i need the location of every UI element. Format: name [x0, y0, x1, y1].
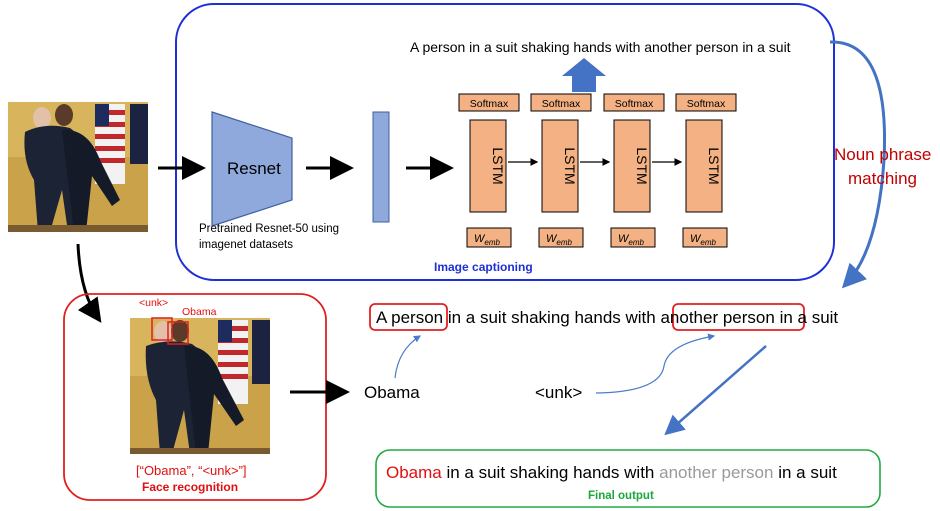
caption-mid-part1: A person: [376, 308, 443, 327]
noun-phrase-arrow: [829, 40, 887, 289]
input-photo: [8, 102, 148, 232]
arrow-to-final-output: [664, 345, 767, 436]
wemb-box: [538, 227, 584, 248]
resnet-block: [211, 111, 293, 227]
resnet-label: Resnet: [227, 159, 281, 178]
softmax-box: [603, 93, 665, 112]
final-part3: another person: [659, 463, 773, 482]
final-output-text: Obama in a suit shaking hands with anoth…: [386, 463, 837, 482]
lstm-label: LSTM: [706, 147, 722, 184]
lstm-label: LSTM: [562, 147, 578, 184]
feature-vector: [372, 111, 390, 223]
wemb-box: [682, 227, 728, 248]
wemb-label: Wemb: [474, 233, 501, 247]
softmax-box: [458, 93, 520, 112]
final-part4: in a suit: [773, 463, 837, 482]
noun-phrase-label-line2: matching: [848, 169, 917, 188]
resnet-caption-line1: Pretrained Resnet-50 using: [199, 223, 339, 235]
arrow-photo-to-face: [76, 243, 102, 323]
wemb-symbol: W: [546, 233, 558, 245]
final-part1: Obama: [386, 463, 442, 482]
highlight-another-person: [672, 303, 805, 331]
caption-mid-text: A person in a suit shaking hands with an…: [376, 308, 838, 327]
face-photo: [130, 318, 270, 454]
face-box-unk: [151, 317, 173, 341]
lstm-box: [613, 119, 651, 213]
final-part2: in a suit shaking hands with: [442, 463, 659, 482]
softmax-label: Softmax: [687, 98, 726, 110]
wemb-symbol: W: [618, 233, 630, 245]
wemb-symbol: W: [474, 233, 486, 245]
face-tag-unk: <unk>: [139, 297, 168, 309]
lstm-box: [685, 119, 723, 213]
wemb-symbol: W: [690, 233, 702, 245]
unk-word: <unk>: [535, 383, 582, 402]
softmax-box: [530, 93, 592, 112]
lstm-label: LSTM: [490, 147, 506, 184]
image-captioning-label: Image captioning: [434, 260, 533, 274]
wemb-subscript: emb: [700, 238, 716, 247]
wemb-label: Wemb: [546, 233, 573, 247]
face-box-obama: [167, 321, 189, 345]
lstm-label: LSTM: [634, 147, 650, 184]
softmax-label: Softmax: [542, 98, 581, 110]
image-captioning-box: [175, 3, 835, 281]
face-names-list: [“Obama”, “<unk>”]: [136, 463, 247, 478]
arrow-unk-to-another-person: [595, 333, 716, 394]
final-output-box: [375, 449, 881, 508]
softmax-label: Softmax: [615, 98, 654, 110]
caption-top-text: A person in a suit shaking hands with an…: [410, 39, 791, 55]
wemb-label: Wemb: [618, 233, 645, 247]
lstm-column-4: Softmax LSTM Wemb: [675, 93, 737, 248]
lstm-column-1: Softmax LSTM Wemb: [458, 93, 520, 248]
wemb-box: [610, 227, 656, 248]
lstm-box: [469, 119, 507, 213]
lstm-column-3: Softmax LSTM Wemb: [603, 93, 665, 248]
caption-mid-part3: another person: [660, 308, 774, 327]
wemb-subscript: emb: [556, 238, 572, 247]
final-output-label: Final output: [588, 490, 654, 502]
highlight-a-person: [369, 303, 448, 331]
softmax-label: Softmax: [470, 98, 509, 110]
arrow-obama-to-a-person: [394, 335, 422, 379]
wemb-label: Wemb: [690, 233, 717, 247]
resnet-caption-line2: imagenet datasets: [199, 239, 293, 251]
wemb-subscript: emb: [628, 238, 644, 247]
caption-mid-part2: in a suit shaking hands with: [443, 308, 660, 327]
wemb-subscript: emb: [484, 238, 500, 247]
up-arrow-icon: [562, 58, 606, 92]
obama-word: Obama: [364, 383, 420, 402]
face-recognition-label: Face recognition: [142, 480, 238, 494]
noun-phrase-label-line1: Noun phrase: [834, 145, 931, 164]
wemb-box: [466, 227, 512, 248]
lstm-column-2: Softmax LSTM Wemb: [530, 93, 592, 248]
softmax-box: [675, 93, 737, 112]
lstm-box: [541, 119, 579, 213]
face-tag-obama: Obama: [182, 306, 217, 318]
caption-mid-part4: in a suit: [775, 308, 839, 327]
